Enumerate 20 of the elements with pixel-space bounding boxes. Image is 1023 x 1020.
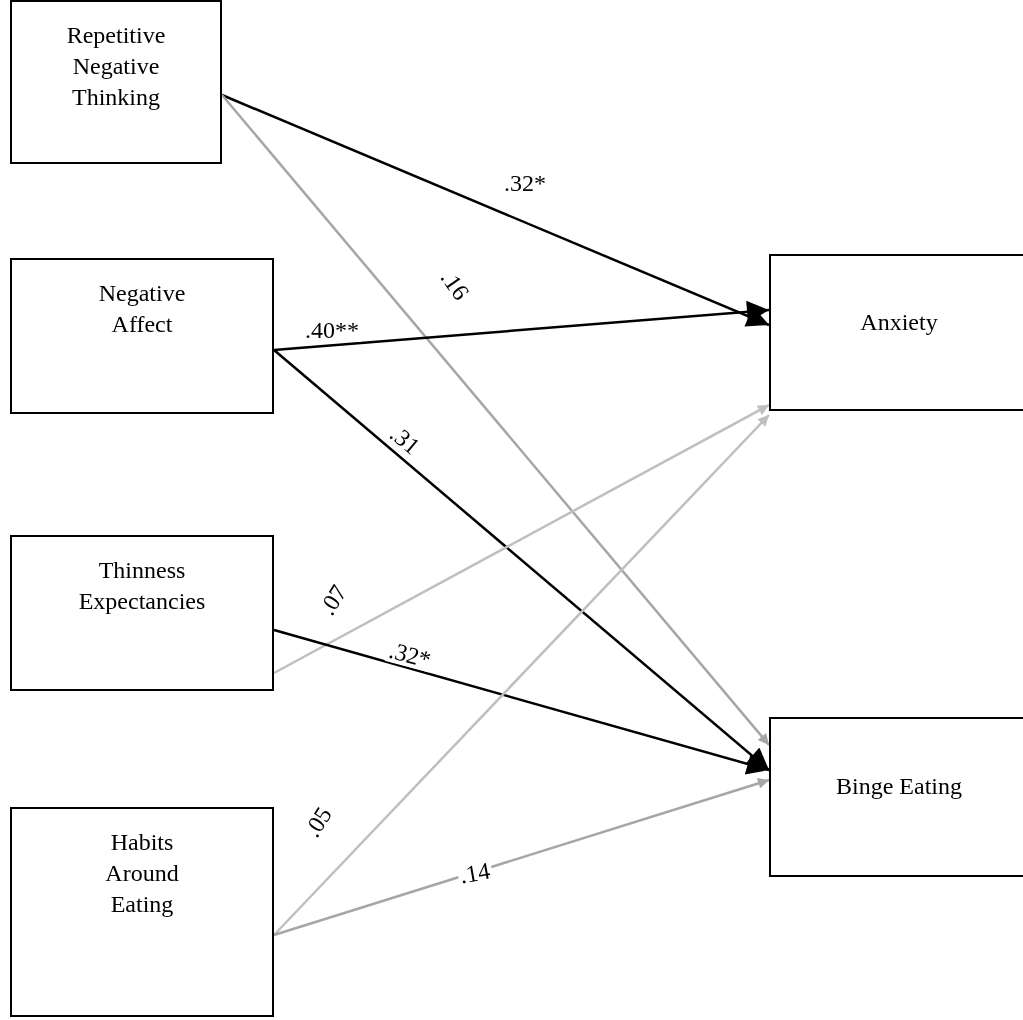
variable-name: Negative Affect (97, 279, 187, 340)
arrow (273, 628, 770, 775)
variable-name: Anxiety (859, 307, 939, 337)
variable-name: Thinness Expectancies (77, 556, 207, 617)
arrow (273, 414, 770, 936)
arrow (273, 300, 770, 352)
variable-name: Repetitive Negative Thinking (65, 21, 167, 113)
arrow (273, 403, 770, 675)
variable-box (10, 258, 274, 414)
arrow (221, 93, 770, 327)
variable-box (769, 717, 1023, 877)
variable-name: Binge Eating (835, 772, 963, 802)
arrow (221, 94, 770, 746)
variable-box (10, 807, 274, 1017)
variable-box (769, 254, 1023, 411)
variable-box (10, 535, 274, 691)
arrow (273, 349, 770, 771)
variable-name: Habits Around Eating (104, 828, 180, 920)
variable-box (10, 0, 222, 164)
arrow (273, 778, 770, 937)
